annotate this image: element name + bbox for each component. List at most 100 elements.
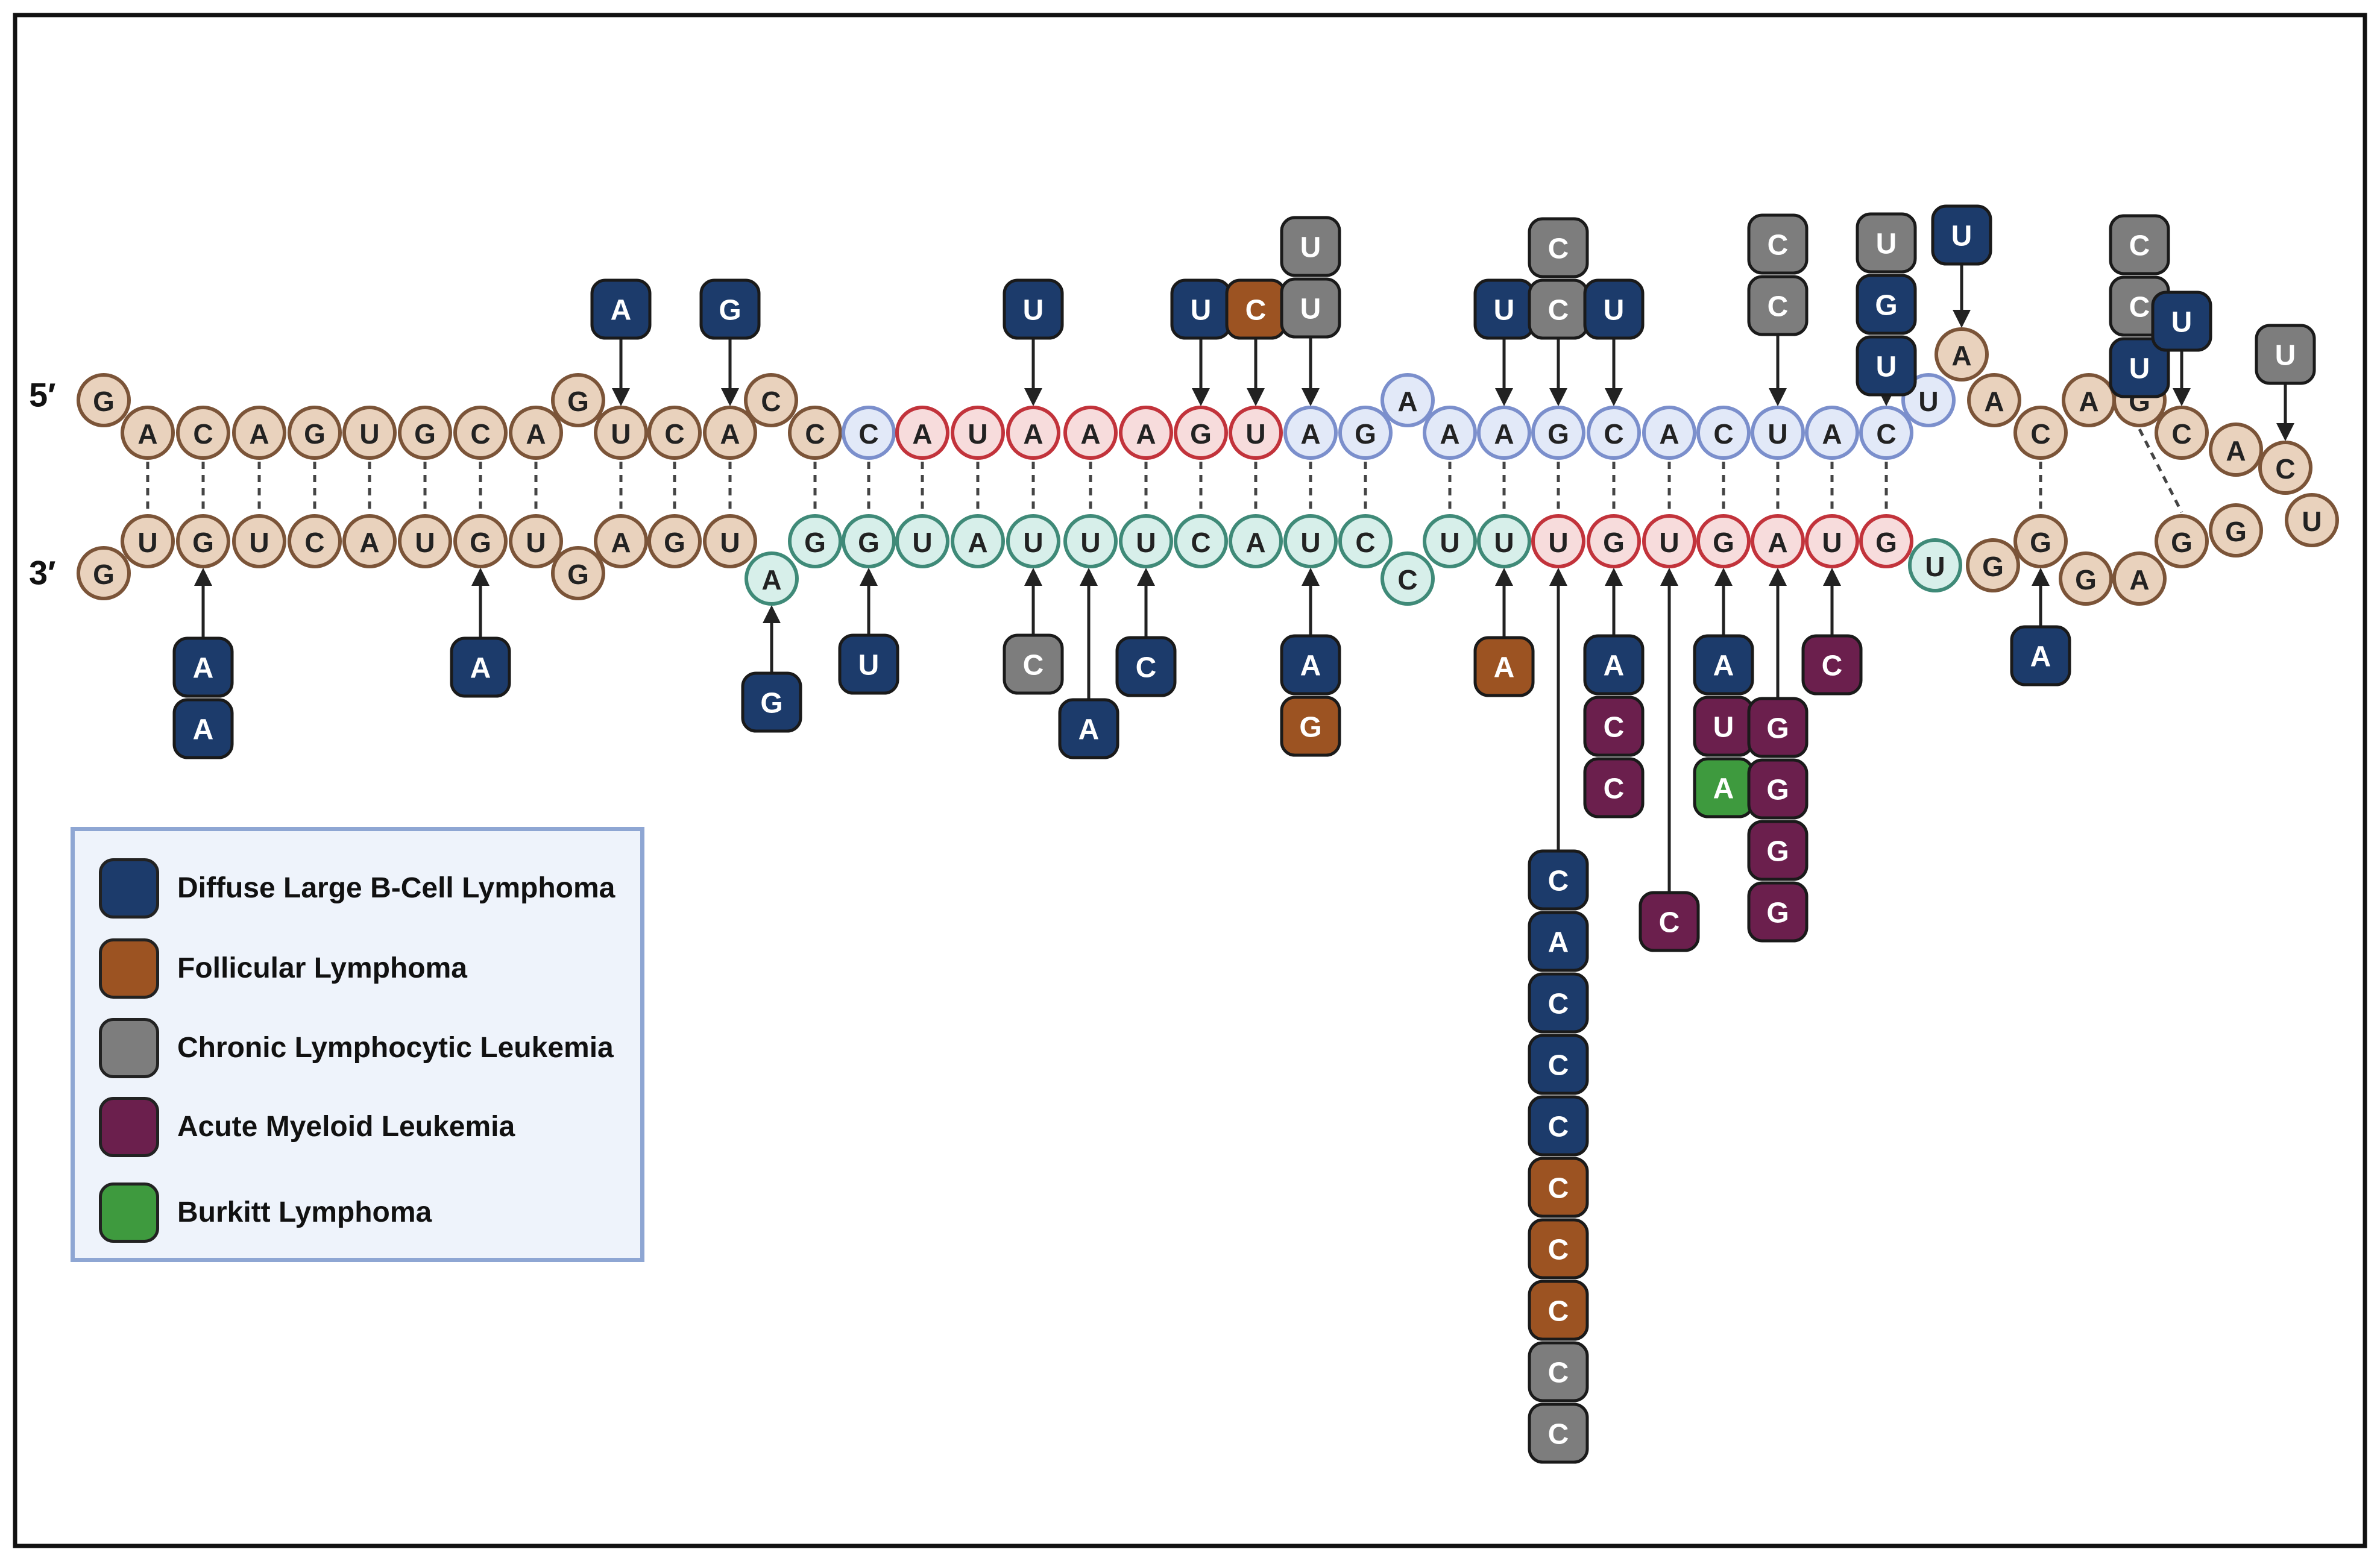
svg-text:G: G <box>1766 713 1789 745</box>
svg-text:C: C <box>858 418 878 450</box>
five-prime-strand-nucleotide: A <box>1063 406 1118 460</box>
svg-text:U: U <box>1925 551 1945 582</box>
three-prime-strand-nucleotide: G <box>647 514 702 568</box>
mutation-box-dlbcl: A <box>1280 634 1341 696</box>
svg-text:A: A <box>2030 641 2051 673</box>
svg-text:A: A <box>1659 418 1679 450</box>
five-prime-strand-nucleotide: A <box>1935 327 1989 382</box>
svg-text:U: U <box>359 418 379 450</box>
svg-text:A: A <box>1548 927 1569 959</box>
three-prime-strand-nucleotide: U <box>1531 514 1585 568</box>
svg-text:C: C <box>1604 712 1625 744</box>
mutation-box-aml: C <box>1583 757 1645 818</box>
svg-text:A: A <box>1300 650 1321 682</box>
five-prime-strand-nucleotide: A <box>1119 406 1173 460</box>
svg-text:A: A <box>470 653 491 685</box>
svg-text:C: C <box>1548 1357 1569 1389</box>
five-prime-strand-nucleotide: U <box>594 406 648 460</box>
three-prime-strand-nucleotide: G <box>842 514 896 568</box>
mutation-box-dlbcl: U <box>2109 337 2170 398</box>
five-prime-strand-nucleotide: C <box>842 406 896 460</box>
five-prime-strand-nucleotide: U <box>342 406 397 460</box>
five-prime-strand-nucleotide: A <box>895 406 949 460</box>
five-prime-strand-nucleotide: A <box>1805 406 1859 460</box>
five-prime-strand-nucleotide: C <box>453 406 508 460</box>
three-prime-strand-nucleotide: G <box>1696 514 1751 568</box>
three-prime-strand-nucleotide: G <box>453 514 508 568</box>
five-prime-strand-nucleotide: A <box>232 406 286 460</box>
svg-text:A: A <box>1300 418 1320 450</box>
svg-text:G: G <box>414 418 436 450</box>
three-prime-strand-nucleotide: A <box>951 514 1005 568</box>
legend-label: Chronic Lymphocytic Leukemia <box>177 1032 614 1064</box>
mutation-box-fl: G <box>1280 696 1341 757</box>
svg-text:A: A <box>1245 527 1265 558</box>
svg-text:U: U <box>912 527 932 558</box>
three-prime-strand-nucleotide: U <box>1119 514 1173 568</box>
svg-text:G: G <box>804 527 826 558</box>
five-prime-strand-nucleotide: A <box>2209 422 2263 477</box>
svg-text:C: C <box>1397 564 1417 595</box>
svg-text:U: U <box>1300 232 1321 264</box>
mutation-box-fl: C <box>1225 278 1286 340</box>
svg-text:A: A <box>2226 435 2246 466</box>
svg-text:C: C <box>1023 650 1044 682</box>
mutation-box-cll: U <box>1280 277 1341 339</box>
five-prime-strand-nucleotide: G <box>77 373 131 427</box>
five-prime-strand-nucleotide: A <box>1642 406 1696 460</box>
svg-text:A: A <box>526 418 546 450</box>
five-prime-strand-nucleotide: C <box>176 406 230 460</box>
svg-text:U: U <box>2302 506 2322 537</box>
svg-text:A: A <box>359 527 379 558</box>
svg-text:G: G <box>2171 527 2193 558</box>
svg-text:C: C <box>805 418 825 450</box>
svg-text:A: A <box>968 527 987 558</box>
svg-text:U: U <box>1300 294 1321 325</box>
three-prime-strand-nucleotide: A <box>342 514 397 568</box>
five-prime-strand-nucleotide: G <box>398 406 452 460</box>
svg-text:G: G <box>664 527 685 558</box>
svg-text:A: A <box>137 418 157 450</box>
mutation-box-cll: U <box>2255 324 2316 385</box>
svg-text:A: A <box>1494 418 1514 450</box>
legend-item: Burkitt Lymphoma <box>99 1181 432 1244</box>
svg-text:C: C <box>1548 988 1569 1020</box>
five-prime-strand-nucleotide: C <box>2155 406 2209 460</box>
mutation-box-dlbcl: A <box>2010 625 2071 686</box>
mutation-box-cll: C <box>1528 278 1589 340</box>
svg-text:C: C <box>1245 295 1267 327</box>
svg-text:G: G <box>1355 418 1376 450</box>
three-prime-strand-nucleotide: U <box>1283 514 1338 568</box>
svg-text:C: C <box>1548 1234 1569 1266</box>
three-prime-strand-nucleotide: U <box>1477 514 1531 568</box>
five-prime-strand-nucleotide: A <box>121 406 175 460</box>
mutation-box-dlbcl: G <box>741 671 802 733</box>
three-prime-strand-nucleotide: G <box>1859 514 1913 568</box>
three-prime-strand-nucleotide: A <box>1751 514 1805 568</box>
svg-text:A: A <box>249 418 269 450</box>
svg-text:U: U <box>1494 527 1514 558</box>
three-prime-strand-nucleotide: U <box>509 514 563 568</box>
three-prime-strand-nucleotide: U <box>1642 514 1696 568</box>
three-prime-strand-nucleotide: U <box>1423 514 1477 568</box>
svg-text:C: C <box>1604 418 1623 450</box>
svg-text:G: G <box>1547 418 1569 450</box>
svg-text:C: C <box>2275 453 2295 485</box>
mutation-box-dlbcl: C <box>1115 636 1177 697</box>
svg-text:A: A <box>1768 527 1787 558</box>
svg-text:U: U <box>1822 527 1842 558</box>
mutation-box-aml: U <box>1693 696 1754 757</box>
svg-text:A: A <box>611 295 632 327</box>
svg-text:C: C <box>2171 418 2191 450</box>
five-prime-strand-nucleotide: A <box>1006 406 1060 460</box>
three-prime-strand-nucleotide: U <box>1063 514 1118 568</box>
svg-text:U: U <box>720 527 740 558</box>
five-prime-strand-nucleotide: C <box>744 373 798 427</box>
three-prime-strand-nucleotide: G <box>2209 503 2263 558</box>
legend-item: Diffuse Large B-Cell Lymphoma <box>99 856 615 920</box>
svg-text:U: U <box>1876 228 1897 260</box>
three-prime-strand-nucleotide: U <box>1805 514 1859 568</box>
svg-text:C: C <box>1876 418 1896 450</box>
